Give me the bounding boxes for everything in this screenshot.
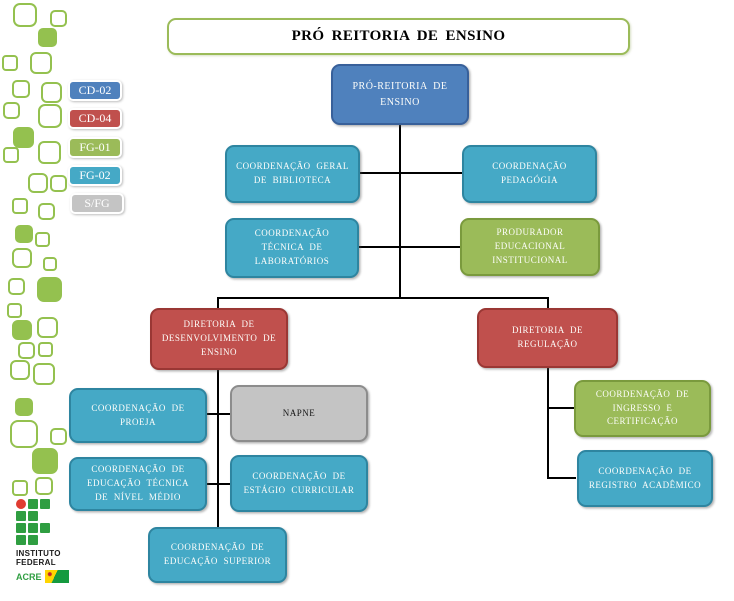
logo-text-acre: ACRE — [16, 571, 42, 582]
decor-square — [37, 277, 62, 302]
decor-square — [32, 448, 58, 474]
decor-square — [38, 203, 55, 220]
decor-square — [12, 80, 30, 98]
connector-registro-stub — [548, 477, 576, 479]
node-pro-reitoria-de-ensino: PRÓ-REITORIA DE ENSINO — [331, 64, 469, 125]
decor-square — [50, 428, 67, 445]
decor-square — [12, 198, 28, 214]
logo-square — [28, 511, 38, 521]
logo-dot — [16, 499, 26, 509]
decor-square — [2, 55, 18, 71]
connector-diretorias-span — [217, 297, 549, 299]
node-napne: NAPNE — [230, 385, 368, 442]
node-coordenacao-pedagogia: COORDENAÇÃO PEDAGÓGIA — [462, 145, 597, 203]
decor-square — [15, 398, 33, 416]
decor-square — [18, 342, 35, 359]
decor-square — [38, 104, 62, 128]
decor-square — [10, 420, 38, 448]
legend-item-cd02: CD-02 — [68, 80, 122, 101]
node-coordenacao-estagio-curricular: COORDENAÇÃO DE ESTÁGIO CURRICULAR — [230, 455, 368, 512]
decor-square — [3, 147, 19, 163]
logo-square — [16, 523, 26, 533]
connector-tecnica-estagio — [206, 483, 231, 485]
decor-square — [41, 82, 62, 103]
connector-stub-dr — [547, 297, 549, 309]
decor-square — [38, 141, 61, 164]
logo-square — [28, 499, 38, 509]
node-coordenacao-de-proeja: COORDENAÇÃO DE PROEJA — [69, 388, 207, 443]
connector-root-trunk — [399, 125, 401, 298]
node-produrador-educacional: PRODURADOR EDUCACIONAL INSTITUCIONAL — [460, 218, 600, 276]
logo-square — [28, 535, 38, 545]
connector-dde-trunk — [217, 369, 219, 528]
acre-flag-icon — [44, 570, 69, 583]
logo-square — [28, 523, 38, 533]
decor-square — [8, 278, 25, 295]
logo-text-instituto: INSTITUTO — [16, 549, 61, 558]
decor-square — [12, 480, 28, 496]
logo-square — [40, 535, 50, 545]
decor-square — [28, 173, 48, 193]
decor-square — [35, 477, 53, 495]
logo-text-federal: FEDERAL — [16, 558, 56, 567]
decor-square — [37, 317, 58, 338]
legend-item-cd04: CD-04 — [68, 108, 122, 129]
connector-level2-row2 — [358, 246, 461, 248]
decor-square — [50, 10, 67, 27]
decor-square — [3, 102, 20, 119]
page-title: PRÓ REITORIA DE ENSINO — [167, 18, 630, 55]
logo-region-row: ACRE — [16, 570, 69, 583]
decor-square — [43, 257, 57, 271]
decor-square — [30, 52, 52, 74]
logo-square — [16, 535, 26, 545]
node-coordenacao-tecnica-laboratorios: COORDENAÇÃO TÉCNICA DE LABORATÓRIOS — [225, 218, 359, 278]
connector-level2-row1 — [360, 172, 463, 174]
decor-square — [13, 127, 34, 148]
node-coordenacao-educacao-superior: COORDENAÇÃO DE EDUCAÇÃO SUPERIOR — [148, 527, 287, 583]
legend-item-fg02: FG-02 — [68, 165, 122, 186]
connector-proeja-napne — [206, 413, 231, 415]
decor-square — [10, 360, 30, 380]
legend-item-sfg: S/FG — [70, 193, 124, 214]
logo-square — [16, 511, 26, 521]
instituto-federal-logo-icon — [16, 499, 50, 545]
logo-square — [40, 511, 50, 521]
connector-dr-trunk — [547, 367, 549, 479]
decor-square — [50, 175, 67, 192]
decor-square — [13, 3, 37, 27]
decor-square — [35, 232, 50, 247]
node-coordenacao-geral-de-biblioteca: COORDENAÇÃO GERAL DE BIBLIOTECA — [225, 145, 360, 203]
logo-square — [40, 523, 50, 533]
node-diretoria-de-regulacao: DIRETORIA DE REGULAÇÃO — [477, 308, 618, 368]
decor-square — [15, 225, 33, 243]
connector-stub-dde — [217, 297, 219, 309]
decor-square — [33, 363, 55, 385]
legend-item-fg01: FG-01 — [68, 137, 122, 158]
node-diretoria-desenvolvimento-ensino: DIRETORIA DE DESENVOLVIMENTO DE ENSINO — [150, 308, 288, 370]
decor-square — [7, 303, 22, 318]
connector-ingresso-stub — [548, 407, 576, 409]
decor-square — [12, 320, 32, 340]
decor-square — [38, 342, 53, 357]
node-coordenacao-ingresso-certificacao: COORDENAÇÃO DE INGRESSO E CERTIFICAÇÃO — [574, 380, 711, 437]
node-coordenacao-registro-academico: COORDENAÇÃO DE REGISTRO ACADÊMICO — [577, 450, 713, 507]
logo-square — [40, 499, 50, 509]
decor-square — [12, 248, 32, 268]
node-coordenacao-educacao-tecnica: COORDENAÇÃO DE EDUCAÇÃO TÉCNICA DE NÍVEL… — [69, 457, 207, 511]
decor-square — [38, 28, 57, 47]
